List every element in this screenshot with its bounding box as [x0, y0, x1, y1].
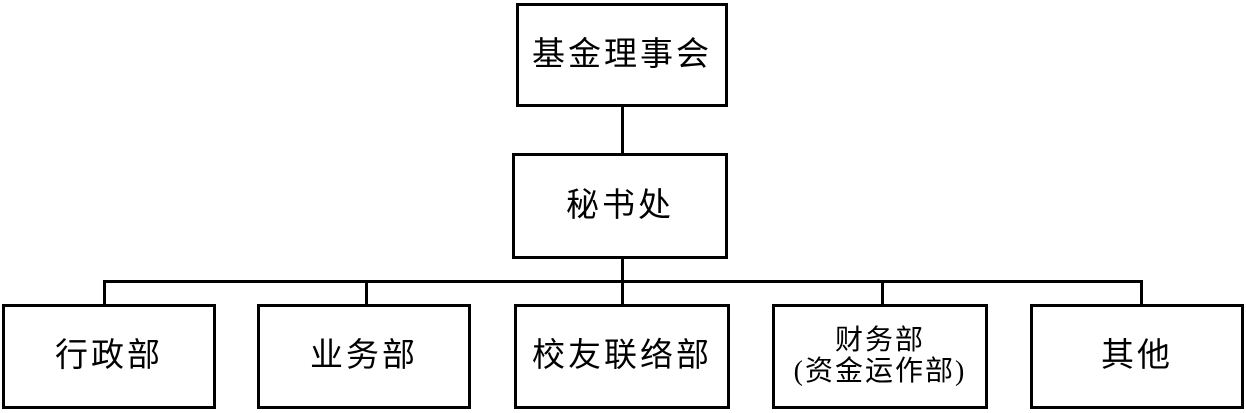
connector-drop-other — [1140, 283, 1143, 304]
connector-drop-finance — [881, 283, 884, 304]
org-box-finance-dept: 财务部 (资金运作部) — [772, 304, 988, 409]
org-box-finance-dept-sublabel: (资金运作部) — [793, 355, 967, 387]
org-box-fund-council: 基金理事会 — [516, 3, 728, 107]
org-box-other-label: 其他 — [1101, 338, 1173, 375]
org-box-business-dept: 业务部 — [257, 304, 471, 409]
org-box-admin-dept-label: 行政部 — [55, 338, 163, 375]
org-box-fund-council-label: 基金理事会 — [532, 36, 712, 73]
org-box-finance-dept-label: 财务部 — [834, 324, 925, 356]
org-box-admin-dept: 行政部 — [2, 304, 216, 409]
org-box-alumni-liaison-dept-label: 校友联络部 — [532, 338, 712, 375]
connector-secretariat-to-rail — [621, 259, 624, 283]
org-box-other: 其他 — [1030, 304, 1244, 409]
connector-root-to-secretariat — [621, 107, 624, 153]
connector-drop-business — [365, 283, 368, 304]
org-box-alumni-liaison-dept: 校友联络部 — [514, 304, 730, 409]
connector-horizontal-rail — [103, 280, 1143, 283]
org-box-secretariat: 秘书处 — [512, 153, 728, 259]
org-box-business-dept-label: 业务部 — [310, 338, 418, 375]
connector-drop-alumni — [621, 283, 624, 304]
connector-drop-admin — [103, 283, 106, 304]
org-box-secretariat-label: 秘书处 — [566, 187, 674, 224]
